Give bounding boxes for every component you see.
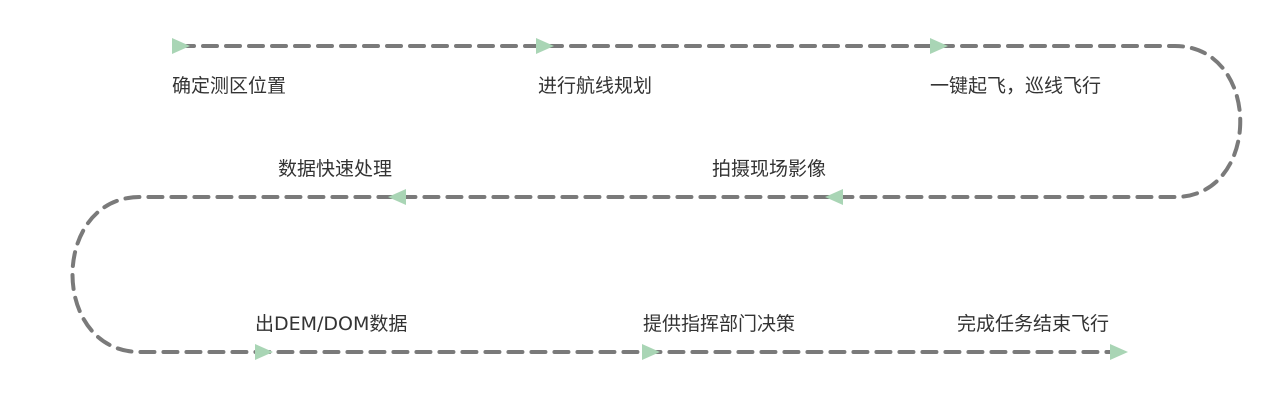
serpentine-dashed-path [70,44,1243,354]
step-label-4: 拍摄现场影像 [712,158,827,180]
arrow-marker-3 [930,38,948,54]
step-label-8: 完成任务结束飞行 [957,313,1110,335]
step-label-1: 确定测区位置 [172,75,287,97]
arrow-marker-7 [642,344,660,360]
arrow-marker-1 [172,38,190,54]
arrow-marker-6 [255,344,273,360]
arrow-marker-4 [825,189,843,205]
step-label-3: 一键起飞，巡线飞行 [930,75,1102,97]
step-label-5: 数据快速处理 [278,158,393,180]
arrow-markers [172,38,1128,360]
step-label-6: 出DEM/DOM数据 [255,313,408,335]
arrow-marker-8 [1110,344,1128,360]
arrow-marker-5 [388,189,406,205]
arrow-marker-2 [536,38,554,54]
step-label-7: 提供指挥部门决策 [643,313,796,335]
step-label-2: 进行航线规划 [538,75,653,97]
